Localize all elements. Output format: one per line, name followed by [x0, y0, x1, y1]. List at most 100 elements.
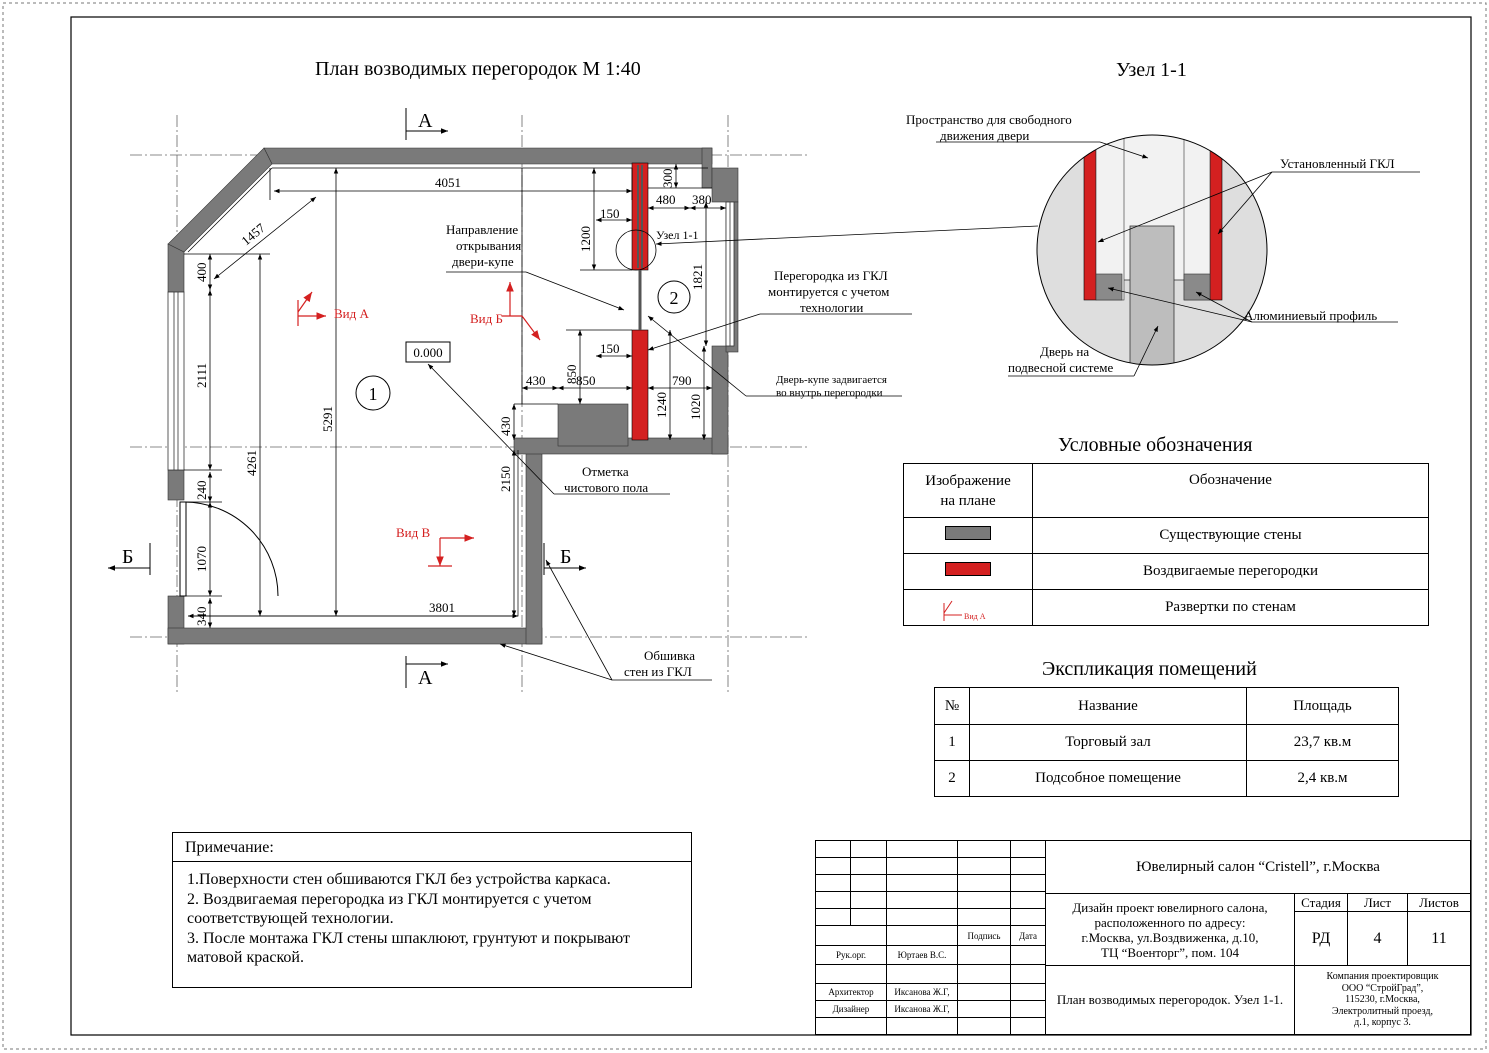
- explication-cell-name: Торговый зал: [969, 724, 1247, 761]
- stamp-stage-value: РД: [1294, 911, 1348, 966]
- legend-swatch-partition: [903, 553, 1033, 590]
- notes-line: 3. После монтажа ГКЛ стены шпаклюют, гру…: [187, 929, 631, 947]
- stamp-company-line: Компания проектировщик: [1326, 971, 1439, 983]
- dimension-lines: [184, 164, 726, 628]
- stamp-project-name: Ювелирный салон “Cristell”, г.Москва: [1045, 840, 1471, 894]
- notes-line: 2. Воздвигаемая перегородка из ГКЛ монти…: [187, 890, 592, 908]
- explication-header-area: Площадь: [1246, 687, 1399, 725]
- stamp-role-3: Дизайнер: [815, 1000, 887, 1018]
- node-title: Узел 1-1: [1116, 59, 1187, 81]
- stamp-name-1: Юртаев В.С.: [886, 945, 958, 965]
- legend-header-image-1: Изображение: [925, 472, 1011, 489]
- dim-430-horiz: 430: [526, 373, 546, 388]
- node-circle-outline: [1036, 134, 1268, 366]
- dim-400: 400: [194, 263, 209, 283]
- stamp-grid-cell: [886, 857, 958, 875]
- notes-body: 1.Поверхности стен обшиваются ГКЛ без ус…: [173, 862, 691, 968]
- stamp-grid-cell: [1010, 983, 1046, 1001]
- explication-cell-name: Подсобное помещение: [969, 760, 1247, 797]
- level-mark: 0.000: [413, 345, 442, 360]
- explication-cell-num: 1: [934, 724, 970, 761]
- door-direction-3: двери-купе: [452, 254, 514, 269]
- stamp-grid-cell: [957, 857, 1011, 875]
- stamp-company-line: Электролитный проезд,: [1331, 1005, 1433, 1017]
- stamp-grid-cell: [886, 964, 958, 984]
- view-arrow-icon: Вид А: [943, 600, 986, 621]
- dim-430-vert: 430: [498, 417, 513, 437]
- explication-cell-area: 2,4 кв.м: [1246, 760, 1399, 797]
- stamp-desc-line: расположенного по адресу:: [1094, 914, 1246, 930]
- stamp-grid-cell: [1010, 1000, 1046, 1018]
- stamp-grid-cell: [815, 1017, 887, 1035]
- dim-5291: 5291: [320, 406, 335, 432]
- stamp-sheets-value: 11: [1407, 911, 1471, 966]
- partition-swatch: [945, 562, 991, 576]
- existing-wall-swatch: [945, 526, 991, 540]
- stamp-grid-cell: [815, 925, 887, 946]
- stamp-sheets-header: Листов: [1407, 893, 1471, 912]
- dim-240: 240: [194, 481, 209, 501]
- explication-table: № Название Площадь 1 Торговый зал 23,7 к…: [934, 687, 1399, 797]
- dim-4261: 4261: [244, 450, 259, 476]
- explication-cell-num: 2: [934, 760, 970, 797]
- plan-title: План возводимых перегородок М 1:40: [315, 58, 641, 80]
- stamp-sheet-header: Лист: [1347, 893, 1408, 912]
- partition-door: [637, 165, 643, 330]
- stamp-stage-header: Стадия: [1294, 893, 1348, 912]
- stamp-grid-cell: [886, 891, 958, 909]
- stamp-grid-cell: [815, 964, 887, 984]
- legend-row-view: Развертки по стенам: [1032, 589, 1429, 626]
- stamp-grid-cell: [850, 908, 887, 926]
- room-2-number: 2: [670, 288, 679, 308]
- dim-850-vert: 850: [564, 365, 579, 385]
- dim-340: 340: [194, 607, 209, 627]
- door-direction-1: Направление: [446, 222, 518, 237]
- stamp-sign-header: Подпись: [957, 925, 1011, 946]
- room-1-number: 1: [369, 384, 378, 404]
- dim-380: 380: [692, 192, 712, 207]
- dim-1070: 1070: [194, 546, 209, 572]
- explication-header-name: Название: [969, 687, 1247, 725]
- cladding-note-2: стен из ГКЛ: [624, 664, 692, 679]
- legend-header-image: Изображение на плане: [903, 463, 1033, 518]
- partition-note-2: монтируется с учетом: [768, 284, 889, 299]
- door-swing: [179, 501, 279, 597]
- node-gkl-note: Установленный ГКЛ: [1280, 156, 1395, 171]
- section-a-bottom: А: [418, 667, 433, 689]
- legend-table: Изображение на плане Обозначение Существ…: [903, 463, 1429, 626]
- stamp-role-2: Архитектор: [815, 983, 887, 1001]
- dim-1457: 1457: [238, 220, 268, 249]
- legend-header-image-2: на плане: [940, 492, 996, 509]
- legend-swatch-existing: [903, 517, 1033, 554]
- dim-790: 790: [672, 373, 692, 388]
- stamp-grid-cell: [850, 840, 887, 858]
- stamp-grid-cell: [957, 964, 1011, 984]
- door-direction-2: открывания: [456, 238, 521, 253]
- stamp-grid-cell: [815, 857, 851, 875]
- section-b-left: Б: [122, 546, 133, 568]
- stamp-grid-cell: [957, 1000, 1011, 1018]
- notes-line: матовой краской.: [187, 949, 304, 966]
- view-a-label: Вид А: [334, 306, 369, 321]
- floor-mark-note-1: Отметка: [582, 464, 629, 479]
- dim-2111: 2111: [194, 363, 209, 388]
- legend-view-sample: Вид А: [964, 612, 986, 621]
- legend-row-partition: Воздвигаемые перегородки: [1032, 553, 1429, 590]
- stamp-grid-cell: [1010, 891, 1046, 909]
- node-space-note-1: Пространство для свободного: [906, 112, 1072, 127]
- door-slide-note-1: Дверь-купе задвигается: [776, 374, 887, 386]
- stamp-grid-cell: [850, 857, 887, 875]
- title-block: Подпись Дата Рук.орг. Юртаев В.С. Архите…: [815, 840, 1471, 1035]
- stamp-grid-cell: [957, 945, 1011, 965]
- stamp-name-2: Иксанова Ж.Г,: [886, 983, 958, 1001]
- view-b-label: Вид Б: [470, 311, 503, 326]
- stamp-grid-cell: [886, 1017, 958, 1035]
- stamp-grid-cell: [957, 983, 1011, 1001]
- section-b-right: Б: [560, 546, 571, 568]
- stamp-grid-cell: [957, 1017, 1011, 1035]
- dim-1821: 1821: [690, 264, 705, 290]
- stamp-grid-cell: [886, 925, 958, 946]
- explication-cell-area: 23,7 кв.м: [1246, 724, 1399, 761]
- stamp-sheet-value: 4: [1347, 911, 1408, 966]
- room-2-marker: [657, 280, 691, 314]
